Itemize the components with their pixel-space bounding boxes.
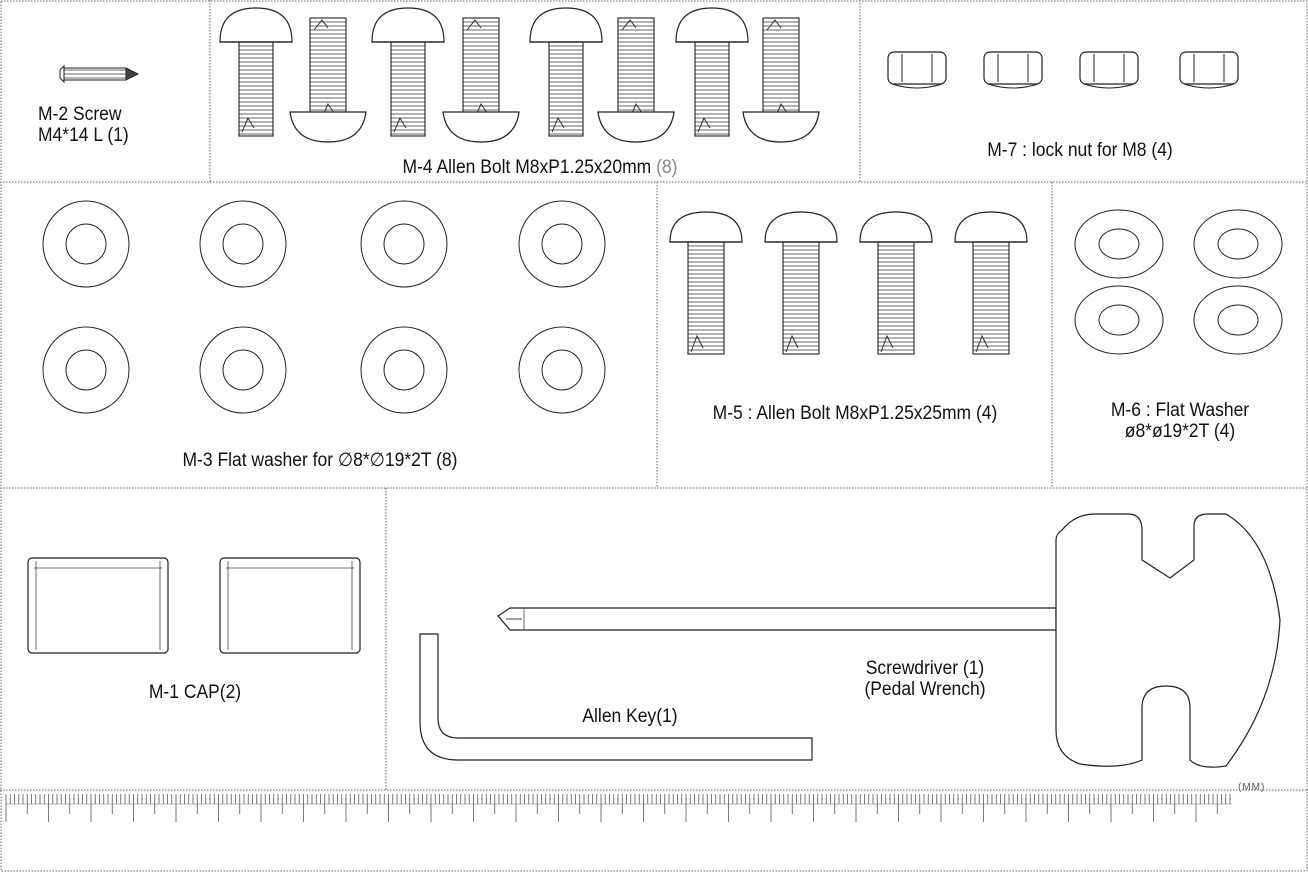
m5-bolt-drawings: [669, 211, 1028, 355]
m3-label-text: M-3 Flat washer for ∅8*∅19*2T (8): [182, 450, 458, 471]
m6-label-line1: M-6 : Flat Washer: [1110, 400, 1250, 421]
m2-label: M-2 Screw M4*14 L (1): [38, 104, 167, 146]
m4-label: M-4 Allen Bolt M8xP1.25x20mm (8): [338, 157, 743, 178]
m6-label-line2: ø8*ø19*2T (4): [1124, 421, 1236, 442]
m6-label: M-6 : Flat Washer ø8*ø19*2T (4): [1066, 400, 1294, 442]
m5-label-text: M-5 : Allen Bolt M8xP1.25x25mm (4): [712, 403, 998, 424]
m6-washer-drawings: [1074, 209, 1283, 355]
m7-nut-drawings: [887, 51, 1239, 89]
m4-label-text: M-4 Allen Bolt M8xP1.25x20mm: [402, 157, 652, 178]
screwdriver-label-line2: (Pedal Wrench): [864, 679, 986, 700]
allen-key-drawing: [419, 633, 813, 761]
mm-ruler: [5, 794, 1232, 822]
m4-bolt-drawings: [219, 7, 820, 143]
screwdriver-label: Screwdriver (1) (Pedal Wrench): [828, 658, 1021, 700]
m4-label-qty: (8): [656, 157, 678, 178]
m2-screw-drawing: [59, 64, 140, 84]
m3-label: M-3 Flat washer for ∅8*∅19*2T (8): [81, 450, 559, 471]
m2-label-line2: M4*14 L (1): [38, 125, 129, 146]
m2-label-line1: M-2 Screw: [38, 104, 122, 125]
m1-label-text: M-1 CAP(2): [148, 682, 242, 703]
screwdriver-drawing: [497, 513, 1281, 768]
m1-cap-drawings: [27, 557, 361, 654]
m1-label: M-1 CAP(2): [108, 682, 283, 703]
allen-key-label-text: Allen Key(1): [582, 706, 678, 727]
m3-washer-drawings: [42, 200, 606, 414]
m7-label-text: M-7 : lock nut for M8 (4): [987, 140, 1173, 161]
screwdriver-label-line1: Screwdriver (1): [865, 658, 985, 679]
m5-label: M-5 : Allen Bolt M8xP1.25x25mm (4): [677, 403, 1032, 424]
m7-label: M-7 : lock nut for M8 (4): [933, 140, 1227, 161]
allen-key-label: Allen Key(1): [547, 706, 713, 727]
ruler-unit-label: (MM): [1238, 782, 1266, 793]
